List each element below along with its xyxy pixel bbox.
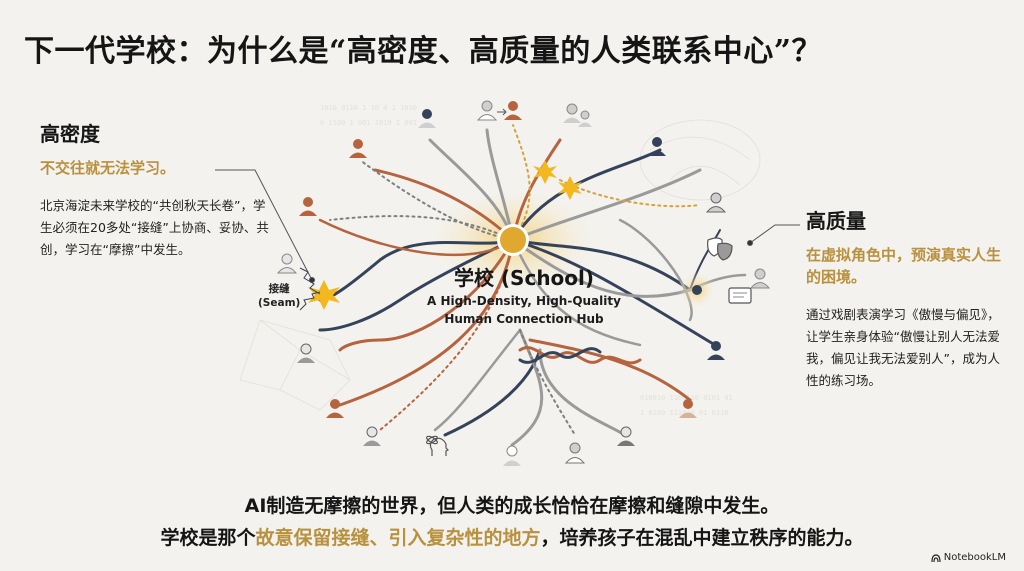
high-quality-panel: 高质量 在虚拟角色中，预演真实人生的困境。 通过戏剧表演学习《傲慢与偏见》，让学… (806, 205, 1006, 392)
high-quality-subheading: 在虚拟角色中，预演真实人生的困境。 (806, 246, 1002, 286)
high-quality-body: 通过戏剧表演学习《傲慢与偏见》，让学生亲身体验“傲慢让别人无法爱我，偏见让我无法… (806, 307, 1000, 388)
school-hub (497, 224, 529, 256)
svg-text:1010 0110 1 10 0 1 1010: 1010 0110 1 10 0 1 1010 (320, 104, 417, 112)
spark-icon (308, 160, 582, 310)
seam-label-en: (Seam) (258, 297, 301, 309)
svg-text:0 1100 1 001 1010 1 001: 0 1100 1 001 1010 1 001 (320, 119, 417, 127)
high-density-heading: 高密度 (40, 122, 100, 146)
atom-head-icon (426, 435, 450, 456)
chat-bubble-icon (728, 287, 752, 304)
svg-text:1 0100 111010 01 0110: 1 0100 111010 01 0110 (640, 409, 729, 417)
footer-line2: 学校是那个故意保留接缝、引入复杂性的地方，培养孩子在混乱中建立秩序的能力。 (0, 522, 1024, 554)
footer-line2-suffix: ，培养孩子在混乱中建立秩序的能力。 (540, 527, 864, 549)
notebooklm-logo-icon (931, 553, 941, 562)
page-title: 下一代学校：为什么是“高密度、高质量的人类联系中心”？ (24, 34, 823, 69)
theater-masks-icon (707, 237, 733, 261)
footer-summary: AI制造无摩擦的世界，但人类的成长恰恰在摩擦和缝隙中发生。 学校是那个故意保留接… (0, 490, 1024, 554)
hub-subtitle: A High-Density, High-Quality Human Conne… (394, 292, 654, 328)
hub-title: 学校 (School) (453, 266, 595, 290)
footer-line2-prefix: 学校是那个 (160, 527, 256, 549)
seam-label-zh: 接缝 (268, 283, 290, 295)
high-quality-heading: 高质量 (806, 209, 866, 233)
high-density-body: 北京海淀未来学校的“共创秋天长卷”，学生必须在20多处“接缝”上协商、妥协、共创… (40, 198, 269, 257)
hub-subtitle-line1: A High-Density, High-Quality (427, 294, 621, 308)
footer-line1: AI制造无摩擦的世界，但人类的成长恰恰在摩擦和缝隙中发生。 (244, 495, 780, 517)
footer-line2-highlight: 故意保留接缝、引入复杂性的地方 (255, 527, 541, 549)
hub-subtitle-line2: Human Connection Hub (444, 312, 604, 326)
high-density-panel: 高密度 不交往就无法学习。 北京海淀未来学校的“共创秋天长卷”，学生必须在20多… (40, 118, 270, 261)
person-icon (276, 100, 771, 466)
high-density-subheading: 不交往就无法学习。 (40, 159, 176, 177)
brand-label: NotebookLM (943, 552, 1006, 563)
seam-label: 接缝 (Seam) (258, 282, 300, 310)
notebooklm-brand: NotebookLM (931, 552, 1006, 563)
